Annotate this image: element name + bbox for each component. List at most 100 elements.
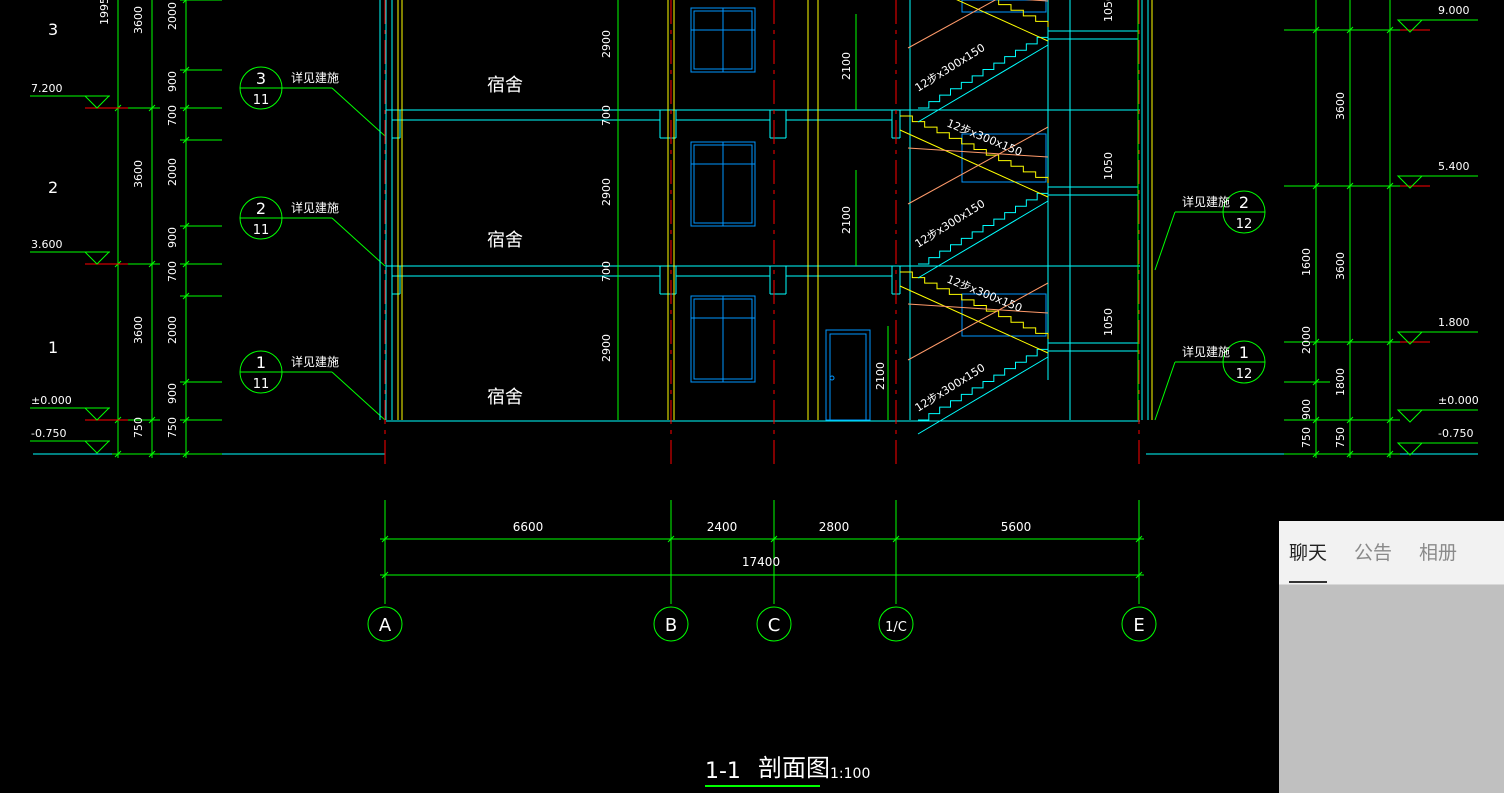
detail-callout-number: 1 bbox=[256, 353, 266, 372]
tab-chat[interactable]: 聊天 bbox=[1289, 521, 1328, 585]
height-total: 19950 bbox=[98, 0, 111, 25]
axis-label: B bbox=[665, 615, 677, 636]
leader-line bbox=[1154, 211, 1176, 271]
dim-tick bbox=[1312, 378, 1320, 386]
elevation-label: -0.750 bbox=[1438, 427, 1473, 440]
dim-tick bbox=[182, 0, 187, 4]
height-detail: 2000 bbox=[166, 158, 179, 186]
room-label: 宿舍 bbox=[487, 230, 523, 251]
dim-tick bbox=[1312, 182, 1320, 190]
height-detail: 2000 bbox=[166, 316, 179, 344]
stair-flight bbox=[900, 115, 1049, 183]
height-floor-right: 3600 bbox=[1334, 92, 1347, 120]
door bbox=[825, 329, 871, 421]
dim-tick bbox=[1346, 450, 1354, 458]
detail-callout-sheet: 11 bbox=[253, 223, 270, 238]
tab-announcement[interactable]: 公告 bbox=[1354, 541, 1393, 564]
dim-tick bbox=[770, 535, 778, 543]
corridor-dim: 2100 bbox=[840, 206, 853, 234]
window-height-dim: 1050 bbox=[1102, 152, 1115, 180]
dim-tick bbox=[1346, 416, 1354, 424]
span-total: 17400 bbox=[742, 555, 780, 569]
height-floor: 3600 bbox=[132, 316, 145, 344]
dim-tick bbox=[1312, 416, 1320, 424]
elevation-label: ±0.000 bbox=[1438, 394, 1479, 407]
height-detail-right: 1600 bbox=[1300, 248, 1313, 276]
elevation-symbol bbox=[1396, 409, 1424, 423]
height-floor-right: 3600 bbox=[1334, 252, 1347, 280]
axis-label: 1/C bbox=[885, 620, 907, 635]
room-height-dim: 700 bbox=[600, 261, 613, 282]
axis-bubble bbox=[878, 606, 914, 642]
span-dim: 6600 bbox=[513, 520, 544, 534]
leader-line bbox=[331, 371, 386, 421]
stair-railing bbox=[907, 282, 1049, 361]
floor-number: 1 bbox=[48, 338, 58, 357]
detail-note: 详见建施 bbox=[291, 354, 339, 369]
dim-tick bbox=[182, 292, 190, 300]
stair-label: 12步x300x150 bbox=[913, 197, 988, 250]
dim-tick bbox=[1386, 416, 1394, 424]
drawing-title: 剖面图 bbox=[758, 754, 830, 782]
detail-callout-sheet: 11 bbox=[253, 377, 270, 392]
dim-tick bbox=[1312, 338, 1320, 346]
dim-tick bbox=[1386, 182, 1394, 190]
elevation-label: 9.000 bbox=[1438, 4, 1470, 17]
dim-tick bbox=[182, 222, 190, 230]
dim-tick bbox=[1312, 26, 1320, 34]
dim-tick bbox=[182, 260, 190, 268]
elevation-label: -0.750 bbox=[31, 427, 66, 440]
height-floor-right: 750 bbox=[1334, 427, 1347, 448]
elevation-symbol bbox=[83, 251, 111, 265]
stair-slab bbox=[956, 0, 1049, 42]
dim-tick bbox=[182, 378, 190, 386]
elevation-label: 3.600 bbox=[31, 238, 63, 251]
detail-callout-number: 2 bbox=[256, 199, 266, 218]
room-height-dim: 2900 bbox=[600, 178, 613, 206]
leader-line bbox=[331, 87, 386, 137]
elevation-symbol bbox=[83, 407, 111, 421]
height-detail-right: 2000 bbox=[1300, 326, 1313, 354]
stair-slab bbox=[917, 356, 1049, 435]
drawing-title-number: 1-1 bbox=[705, 759, 741, 784]
elevation-label: 1.800 bbox=[1438, 316, 1470, 329]
stair-railing bbox=[907, 147, 1049, 158]
dim-tick bbox=[1346, 26, 1354, 34]
dim-tick bbox=[1346, 338, 1354, 346]
stair-flight bbox=[918, 31, 1049, 109]
height-detail-right: 900 bbox=[1300, 399, 1313, 420]
tab-album[interactable]: 相册 bbox=[1419, 541, 1458, 564]
detail-note: 详见建施 bbox=[1182, 194, 1230, 209]
room-height-dim: 2900 bbox=[600, 30, 613, 58]
stair-flight bbox=[900, 271, 1049, 339]
dim-tick bbox=[1386, 450, 1394, 458]
height-detail: 900 bbox=[166, 227, 179, 248]
axis-label: C bbox=[768, 615, 781, 636]
window-height-dim: 1050 bbox=[1102, 308, 1115, 336]
drawing-scale: 1:100 bbox=[830, 766, 870, 782]
stair-railing bbox=[907, 303, 1049, 314]
dim-tick bbox=[182, 136, 190, 144]
elevation-symbol bbox=[1396, 175, 1424, 189]
stair-railing bbox=[907, 0, 997, 49]
span-dim: 2800 bbox=[819, 520, 850, 534]
detail-callout-sheet: 11 bbox=[253, 93, 270, 108]
height-detail: 700 bbox=[166, 261, 179, 282]
room-label: 宿舍 bbox=[487, 387, 523, 408]
height-floor: 750 bbox=[132, 417, 145, 438]
axis-label: A bbox=[379, 615, 392, 636]
stair-slab bbox=[899, 285, 1049, 354]
dim-tick bbox=[1135, 535, 1143, 543]
span-dim: 5600 bbox=[1001, 520, 1032, 534]
corridor-dim: 2100 bbox=[874, 362, 887, 390]
dim-tick bbox=[667, 535, 675, 543]
axis-label: E bbox=[1133, 615, 1144, 636]
stair-flight bbox=[998, 0, 1049, 27]
dim-tick bbox=[182, 66, 190, 74]
stair-label: 12步x300x150 bbox=[913, 41, 988, 94]
floor-number: 2 bbox=[48, 178, 58, 197]
corridor-dim: 2100 bbox=[840, 52, 853, 80]
span-dim: 2400 bbox=[707, 520, 738, 534]
floor-number: 3 bbox=[48, 20, 58, 39]
